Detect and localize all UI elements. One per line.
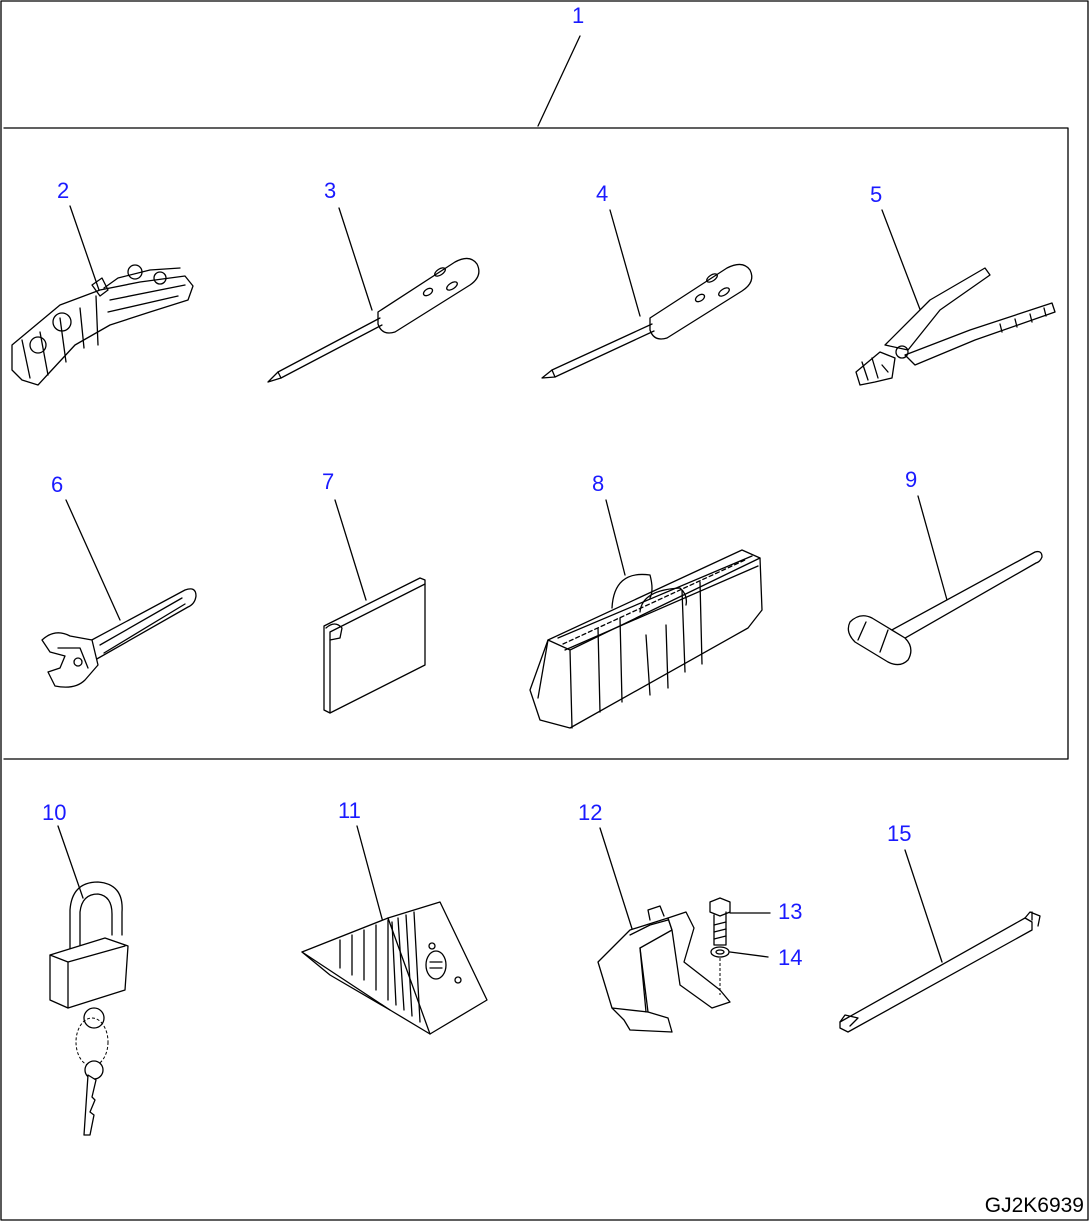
callout-6: 6 bbox=[51, 472, 64, 497]
bracket-drawing bbox=[597, 905, 731, 1033]
hammer-drawing bbox=[847, 550, 1043, 666]
wheel-chock-drawing bbox=[301, 901, 488, 1035]
callout-15: 15 bbox=[887, 821, 912, 846]
callout-1: 1 bbox=[572, 3, 585, 28]
pliers-drawing bbox=[855, 267, 1056, 386]
washer-drawing bbox=[710, 946, 730, 995]
callout-2: 2 bbox=[57, 178, 70, 203]
callout-13: 13 bbox=[778, 899, 803, 924]
bar-drawing bbox=[839, 911, 1041, 1033]
padlock-drawing bbox=[49, 881, 129, 1009]
callout-10: 10 bbox=[42, 800, 67, 825]
toolkit-frame bbox=[3, 127, 1069, 760]
callout-9: 9 bbox=[905, 467, 918, 492]
adjustable-wrench-drawing bbox=[41, 588, 197, 688]
spanner-set-drawing bbox=[11, 264, 194, 386]
leader-lines bbox=[57, 35, 948, 963]
flat-screwdriver-drawing bbox=[541, 263, 753, 379]
callout-5: 5 bbox=[870, 182, 883, 207]
bolt-drawing bbox=[709, 897, 731, 946]
key-drawing bbox=[75, 1007, 109, 1136]
callout-8: 8 bbox=[592, 471, 605, 496]
callout-7: 7 bbox=[322, 469, 335, 494]
callout-12: 12 bbox=[578, 800, 603, 825]
phillips-screwdriver-drawing bbox=[267, 257, 480, 383]
callout-14: 14 bbox=[778, 945, 803, 970]
drawing-code: GJ2K6939 bbox=[984, 1194, 1084, 1217]
callout-3: 3 bbox=[324, 178, 337, 203]
manual-drawing bbox=[323, 577, 426, 714]
callout-4: 4 bbox=[596, 181, 609, 206]
callout-11: 11 bbox=[338, 798, 361, 823]
tool-bag-drawing bbox=[529, 549, 763, 729]
